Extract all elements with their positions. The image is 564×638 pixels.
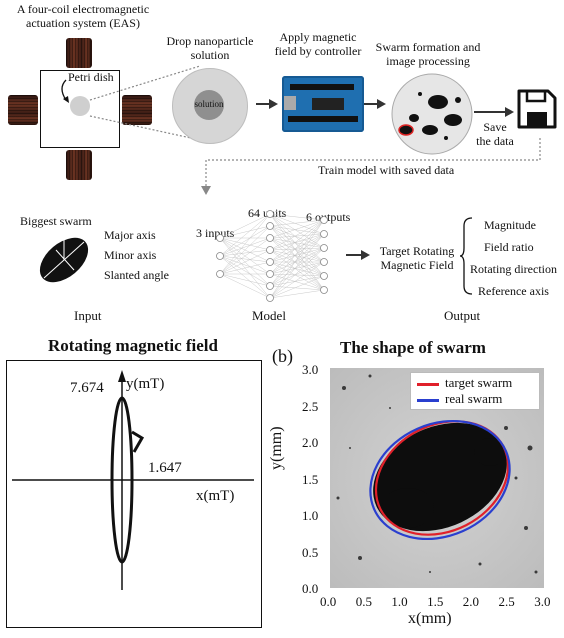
step-save-label: Save the data: [476, 120, 514, 148]
step-swarm-label: Swarm formation and image processing: [375, 40, 481, 68]
output-magnitude: Magnitude: [484, 218, 536, 232]
y-value-label: 7.674: [70, 380, 104, 396]
x-value-label: 1.647: [148, 460, 182, 476]
output-field-ratio: Field ratio: [484, 240, 534, 254]
swarm-image-plot: target swarm real swarm: [330, 368, 544, 588]
nn-node: [266, 294, 274, 302]
target-field-label: Target Rotating Magnetic Field: [379, 244, 455, 272]
outputs-count-label: 6 outputs: [306, 210, 351, 224]
y-tick-label: 0.5: [302, 544, 319, 560]
legend-swatch-target: [417, 383, 439, 386]
left-panel-frame: [6, 360, 262, 628]
x-tick-label: 0.0: [320, 594, 337, 609]
x-tick-label: 2.5: [498, 594, 515, 609]
nn-node: [216, 234, 224, 242]
nn-node: [320, 258, 328, 266]
biggest-swarm-label: Biggest swarm: [20, 214, 92, 228]
x-tick-label: 1.5: [427, 594, 444, 609]
nn-node: [266, 270, 274, 278]
x-axis-label: x(mT): [196, 488, 235, 504]
coil-right: [122, 95, 152, 125]
coil-left: [8, 95, 38, 125]
controller-board-icon: [282, 76, 364, 132]
nn-node: [266, 234, 274, 242]
coil-bottom: [66, 150, 92, 180]
y-axis-label: y(mT): [126, 376, 165, 392]
y-axis-title: y(mm): [268, 426, 285, 470]
eas-title: A four-coil electromagnetic actuation sy…: [16, 2, 150, 30]
nn-node: [266, 282, 274, 290]
model-arrow: [346, 250, 370, 260]
solution-drop: [194, 90, 224, 120]
nn-node: [266, 222, 274, 230]
y-tick-label: 1.5: [302, 471, 319, 487]
nn-node: [216, 270, 224, 278]
nn-node: [266, 258, 274, 266]
step-drop-label: Drop nanoparticle solution: [166, 34, 254, 62]
legend-target-label: target swarm: [445, 375, 513, 390]
solution-label: solution: [194, 99, 224, 109]
swarm-blob: [373, 422, 507, 532]
x-axis-title: x(mm): [408, 610, 452, 627]
x-tick-label: 0.5: [355, 594, 372, 609]
legend-real-label: real swarm: [445, 391, 503, 406]
panel-letter: (b): [272, 346, 293, 366]
x-tick-label: 2.0: [462, 594, 480, 609]
y-tick-label: 0.0: [302, 581, 319, 596]
nn-node: [320, 244, 328, 252]
right-panel-title: The shape of swarm: [340, 338, 486, 357]
y-tick-label: 2.0: [302, 435, 319, 450]
feature-major: Major axis: [104, 228, 156, 242]
y-tick-label: 2.5: [302, 398, 319, 414]
workspace-box: [40, 70, 120, 148]
nn-node: [320, 272, 328, 280]
dish-drop-icon: [172, 68, 248, 144]
legend-swatch-real: [417, 399, 439, 402]
top-connectors: [61, 65, 541, 195]
output-bracket: [460, 217, 473, 295]
train-model-label: Train model with saved data: [318, 163, 455, 177]
y-tick-label: 3.0: [302, 362, 319, 377]
rotating-field-plot: [12, 370, 254, 590]
nn-node: [266, 210, 274, 218]
legend: target swarm real swarm: [410, 372, 540, 410]
neural-network-diagram: [216, 210, 328, 302]
coil-top: [66, 38, 92, 68]
nn-node: [320, 286, 328, 294]
caption-model: Model: [252, 308, 286, 323]
feature-angle: Slanted angle: [104, 268, 169, 282]
nn-node: [320, 230, 328, 238]
swarm-ellipse-icon: [39, 237, 89, 283]
petri-dish-icon: [70, 96, 90, 116]
output-reference-axis: Reference axis: [478, 284, 549, 298]
nn-node: [266, 246, 274, 254]
inputs-count-label: 3 inputs: [196, 226, 235, 240]
nn-node: [216, 252, 224, 260]
feature-minor: Minor axis: [104, 248, 157, 262]
save-icon: [517, 89, 557, 129]
left-panel-title: Rotating magnetic field: [48, 336, 218, 355]
caption-input: Input: [74, 308, 102, 323]
x-tick-label: 3.0: [534, 594, 551, 609]
real-swarm-ellipse: [369, 419, 511, 541]
petri-label: Petri dish: [68, 70, 114, 84]
output-rotating-direction: Rotating direction: [470, 262, 557, 276]
caption-output: Output: [444, 308, 481, 323]
x-tick-label: 1.0: [391, 594, 408, 609]
swarm-image-icon: [391, 73, 473, 155]
step-apply-label: Apply magnetic field by controller: [274, 30, 362, 58]
nn-node: [320, 216, 328, 224]
y-tick-label: 1.0: [302, 508, 319, 523]
